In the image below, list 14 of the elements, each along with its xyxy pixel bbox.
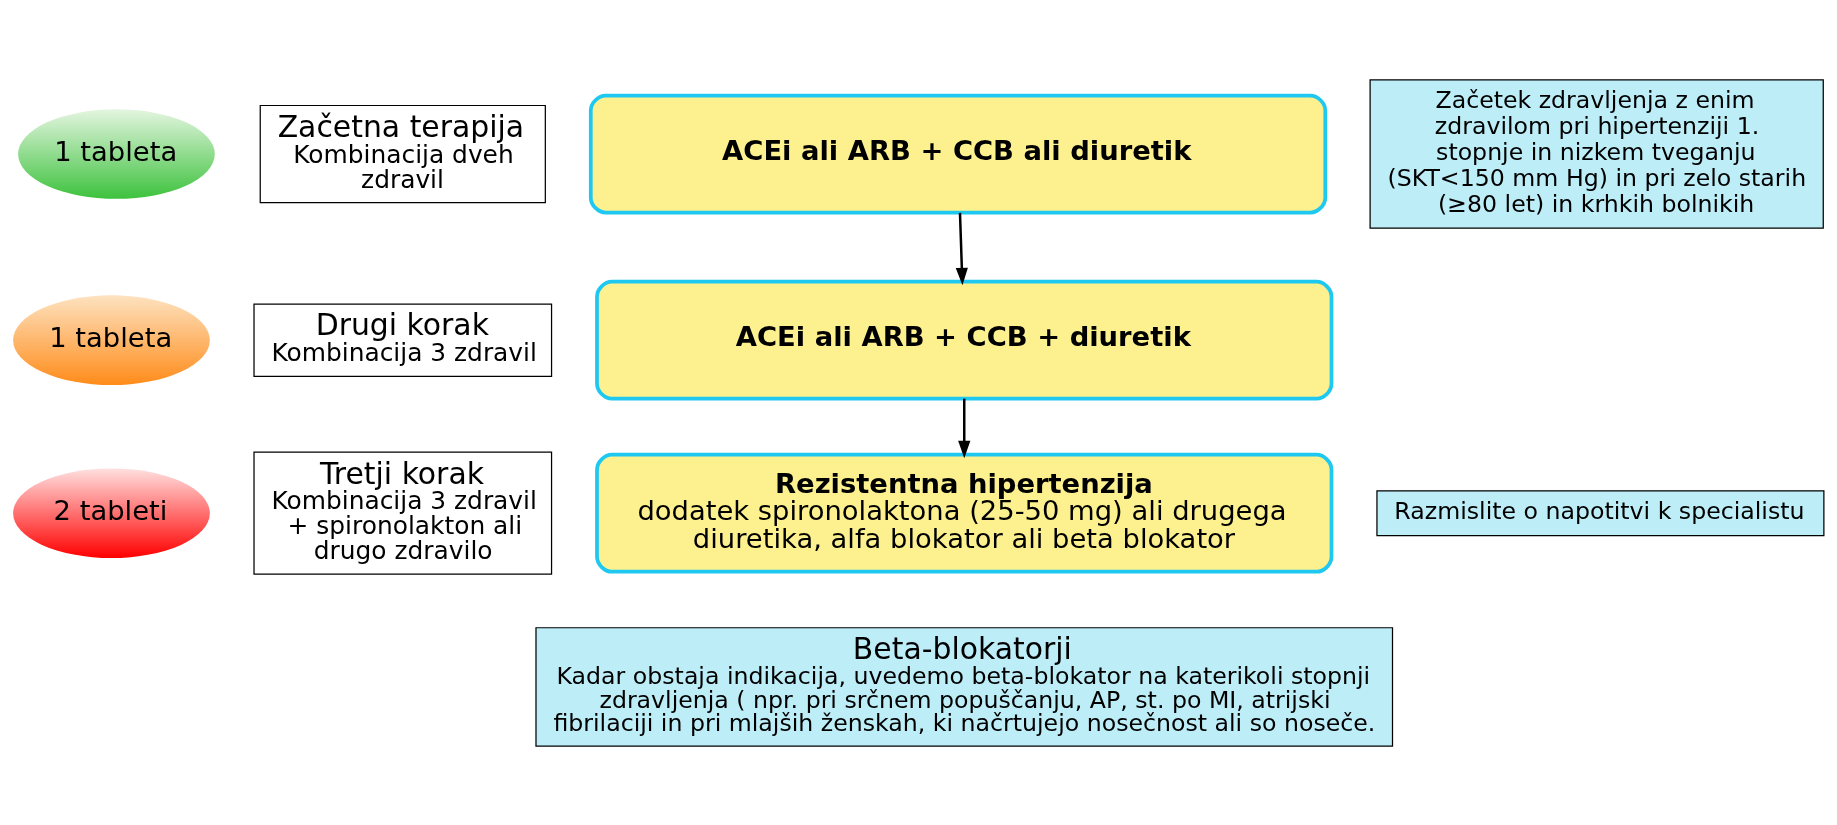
arrow: [955, 212, 968, 285]
node-box: ACEi ali ARB + CCB + diuretik: [595, 279, 1334, 401]
arrow: [958, 398, 971, 458]
node-box: Začetna terapija Kombinacija dveh zdravil: [259, 104, 546, 203]
node-box: Rezistentna hipertenzija dodatek spironolaktona (25-50 mg) ali drugega diuretika, alfa blokator ali beta blokator: [595, 452, 1334, 574]
node-box: ACEi ali ARB + CCB ali diuretik: [588, 93, 1328, 214]
node-ellipse: 1 tableta: [18, 108, 215, 199]
node-box: Tretji korak Kombinacija 3 zdravil + spironolakton ali drugo zdravilo: [253, 451, 553, 575]
node-box: Začetek zdravljenja z enim zdravilom pri hipertenziji 1. stopnje in nizkem tveganju (SKT<150 mm Hg) in pri zelo starih (≥80 let) in krhkih bolnikih: [1369, 78, 1824, 229]
node-box: Drugi korak Kombinacija 3 zdravil: [253, 302, 553, 377]
node-ellipse: 2 tableti: [13, 467, 210, 558]
node-box: Razmislite o napotitvi k specialistu: [1376, 489, 1825, 536]
node-ellipse: 1 tableta: [13, 294, 210, 385]
node-box: Beta-blokatorji Kadar obstaja indikacija, uvedemo beta-blokator na katerikoli stopnji zdravljenja ( npr. pri srčnem popuščanju, AP, st. po MI, atrijski fibrilaciji in pri mlajših ženskah, ki načrtujejo nosečnost ali so noseče.: [535, 626, 1394, 747]
